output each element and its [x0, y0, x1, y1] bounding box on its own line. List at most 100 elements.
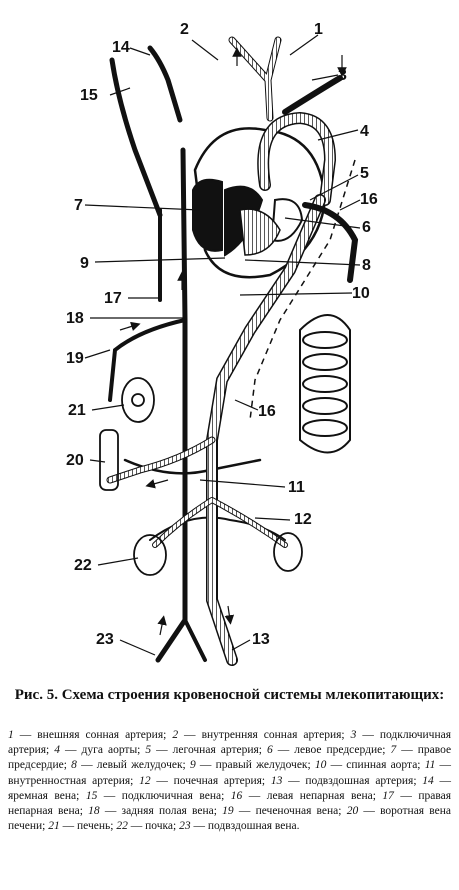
- label-21: 21: [68, 402, 86, 419]
- label-20: 20: [66, 452, 84, 469]
- circulatory-system-diagram: 1 2 3 4 5 16 6 7 9 8 10 17 18 19 21 16 2…: [66, 21, 378, 666]
- label-1: 1: [314, 21, 323, 38]
- legend-text: правая непарная вена;: [8, 789, 452, 818]
- legend-number: 1: [8, 729, 14, 741]
- label-16-upper: 16: [360, 191, 378, 208]
- right-kidney: [273, 532, 303, 572]
- hepatic-vein: [108, 318, 187, 402]
- legend-entry: 2 — внутренняя сонная артерия;: [172, 729, 345, 741]
- label-3: 3: [338, 67, 347, 84]
- label-8: 8: [362, 257, 371, 274]
- legend-number: 23: [179, 820, 191, 833]
- right-atrium: [192, 178, 223, 252]
- label-22: 22: [74, 557, 92, 574]
- legend-text: яремная вена;: [8, 789, 80, 802]
- legend-text: дуга аорты;: [81, 744, 141, 757]
- label-4: 4: [360, 123, 369, 140]
- label-13: 13: [252, 631, 270, 648]
- left-azygos-vein: [249, 159, 356, 421]
- legend-text: левый желудочек;: [96, 759, 186, 772]
- label-18: 18: [66, 310, 84, 327]
- legend-text: правое предсердие;: [8, 744, 452, 772]
- label-9: 9: [80, 255, 89, 272]
- legend-text: почка;: [145, 820, 177, 833]
- jugular-vein: [147, 45, 183, 123]
- legend-number: 22: [116, 820, 128, 833]
- left-ventricle: [239, 208, 281, 256]
- legend-text: воротная вена печени;: [8, 805, 452, 833]
- legend-number: 14: [422, 774, 434, 787]
- legend-text: подвздошная артерия;: [305, 774, 417, 787]
- legend-number: 3: [350, 729, 357, 741]
- legend-entry: 10 — спинная аорта;: [314, 759, 421, 772]
- legend-entry: 9 — правый желудочек;: [189, 759, 311, 772]
- label-23: 23: [96, 631, 114, 648]
- iliac-vein-branch: [183, 618, 207, 662]
- subclavian-artery: [282, 75, 343, 115]
- posterior-vena-cava: [155, 147, 188, 663]
- legend-entry: 14 — яремная вена;: [8, 774, 452, 802]
- legend-text: спинная аорта;: [346, 759, 421, 772]
- legend-entry: 11 — внутренностная артерия;: [8, 759, 452, 787]
- label-17: 17: [104, 290, 122, 307]
- legend-number: 11: [424, 759, 436, 772]
- intestine-segment: [99, 429, 119, 491]
- legend-entry: 4 — дуга аорты;: [54, 744, 141, 757]
- legend-number: 4: [54, 744, 60, 757]
- liver: [121, 377, 155, 423]
- label-11: 11: [288, 479, 305, 496]
- label-6: 6: [362, 219, 371, 236]
- legend-text: печень;: [77, 820, 114, 833]
- label-12: 12: [294, 511, 312, 528]
- renal-arteries: [152, 497, 288, 548]
- legend-text: внутренностная артерия;: [8, 774, 134, 787]
- legend-number: 17: [382, 789, 394, 802]
- legend-entry: 21 — печень;: [48, 820, 114, 833]
- legend-number: 18: [88, 805, 100, 818]
- label-16-lower: 16: [258, 403, 276, 420]
- legend-entry: 17 — правая непарная вена;: [8, 789, 452, 818]
- legend-entry: 8 — левый желудочек;: [71, 759, 186, 772]
- legend-number: 5: [145, 744, 152, 757]
- legend-entry: 23 — подвздошная вена.: [179, 820, 300, 833]
- legend-text: подвздошная вена.: [207, 820, 300, 833]
- legend-number: 9: [189, 759, 196, 772]
- label-14: 14: [112, 39, 130, 56]
- legend-number: 6: [266, 744, 273, 757]
- legend-number: 12: [139, 774, 151, 787]
- label-2: 2: [180, 21, 189, 38]
- legend-number: 8: [71, 759, 77, 772]
- legend-number: 20: [346, 805, 359, 818]
- legend-text: почечная артерия;: [173, 774, 266, 787]
- label-5: 5: [360, 165, 369, 182]
- label-10: 10: [352, 285, 370, 302]
- label-7: 7: [74, 197, 83, 214]
- pulmonary-artery: [302, 202, 359, 283]
- legend-entry: 19 — печеночная вена;: [222, 805, 342, 818]
- legend-entry: 5 — легочная артерия;: [145, 744, 262, 757]
- legend-entry: 3 — подключичная артерия;: [8, 729, 452, 757]
- label-15: 15: [80, 87, 98, 104]
- legend-number: 16: [230, 789, 243, 802]
- legend-text: правый желудочек;: [215, 759, 311, 772]
- legend-number: 13: [270, 774, 283, 787]
- legend-text: левое предсердие;: [294, 744, 386, 757]
- legend-entry: 12 — почечная артерия;: [139, 774, 266, 787]
- legend-entry: 18 — задняя полая вена;: [88, 805, 217, 818]
- legend-text: задняя полая вена;: [121, 805, 217, 818]
- legend-text: подключичная вена;: [121, 789, 225, 802]
- legend-text: печеночная вена;: [255, 805, 342, 818]
- left-kidney: [133, 534, 167, 576]
- legend-number: 7: [390, 744, 397, 757]
- legend-number: 19: [222, 805, 234, 818]
- figure-caption: Рис. 5. Схема строения кровеносной систе…: [14, 687, 445, 703]
- legend-number: 15: [85, 789, 98, 802]
- legend-entry: 15 — подключичная вена;: [85, 789, 225, 802]
- legend-number: 21: [48, 820, 60, 833]
- legend-entry: 7 — правое предсердие;: [8, 744, 452, 772]
- legend-number: 10: [314, 759, 327, 772]
- legend-entry: 6 — левое предсердие;: [266, 744, 386, 757]
- legend-entry: 1 — внешняя сонная артерия;: [8, 729, 167, 741]
- legend-text: легочная артерия;: [172, 744, 262, 757]
- legend-entry: 13 — подвздошная артерия;: [270, 774, 417, 787]
